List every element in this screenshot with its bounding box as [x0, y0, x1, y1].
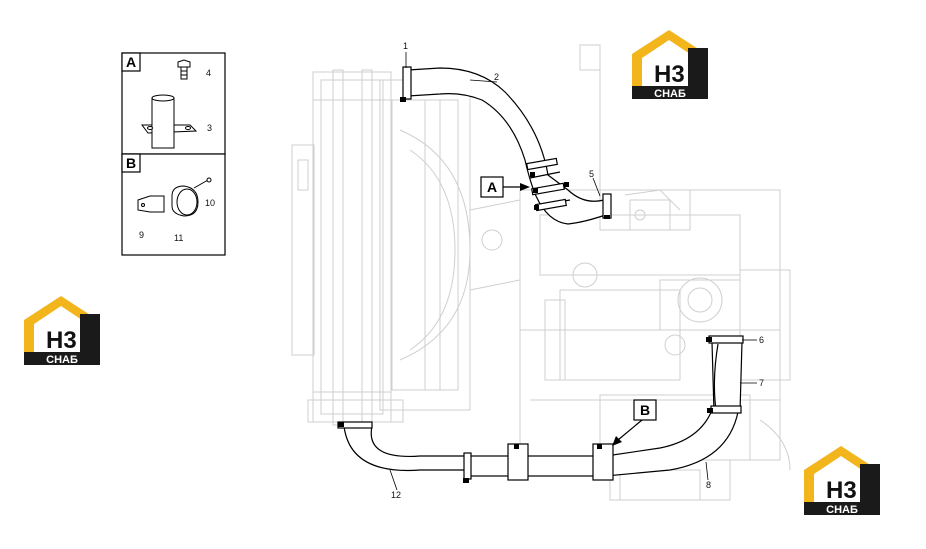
view-marker-b-label: B	[640, 402, 650, 418]
logo-text-1: CHAБ	[654, 88, 686, 100]
bolt-part	[177, 59, 191, 80]
callout-3: 3	[207, 123, 212, 133]
detail-box-b: B 10 11 9	[121, 153, 226, 256]
callout-1: 1	[403, 41, 408, 51]
callout-12: 12	[391, 490, 401, 500]
flange-tube-part	[141, 94, 198, 149]
detail-box-a-label: A	[126, 54, 136, 70]
callout-10: 10	[205, 198, 215, 208]
logo-text-2: CHAБ	[46, 354, 78, 366]
detail-box-b-label: B	[126, 155, 136, 171]
logo-mark-3: H3	[826, 477, 857, 504]
callout-2: 2	[494, 72, 499, 82]
callout-7: 7	[759, 378, 764, 388]
leader-lines	[141, 52, 757, 491]
clamp-bolts-upper	[400, 97, 610, 219]
upper-radiator-hose	[407, 67, 609, 225]
callout-11: 11	[174, 233, 183, 243]
logo-mark-1: H3	[654, 61, 685, 88]
callout-6: 6	[759, 335, 764, 345]
watermark-logo-left: H3 CHAБ	[24, 296, 100, 366]
clamp-bolts-lower	[338, 337, 713, 483]
logo-text-3: CHAБ	[826, 504, 858, 516]
view-marker-b: B	[612, 399, 657, 446]
bracket-part	[137, 195, 165, 213]
view-marker-a-label: A	[487, 179, 497, 195]
watermark-logo-top-right: H3 CHAБ	[632, 30, 708, 100]
callout-5: 5	[589, 169, 594, 179]
hose-clamps-upper	[402, 66, 612, 219]
view-marker-a: A	[480, 176, 530, 198]
logo-mark-2: H3	[46, 327, 77, 354]
callout-4: 4	[206, 68, 211, 78]
detail-box-a: A 4 3	[121, 52, 226, 155]
callout-9: 9	[139, 230, 144, 240]
lower-hose-system	[343, 341, 743, 477]
part-callouts: 1 2 5 6 7 8 12	[391, 41, 764, 500]
callout-8: 8	[706, 480, 711, 490]
watermark-logo-bottom-right: H3 CHAБ	[804, 446, 880, 516]
hose-clamps-lower	[337, 335, 744, 481]
clamp-part	[171, 177, 212, 217]
